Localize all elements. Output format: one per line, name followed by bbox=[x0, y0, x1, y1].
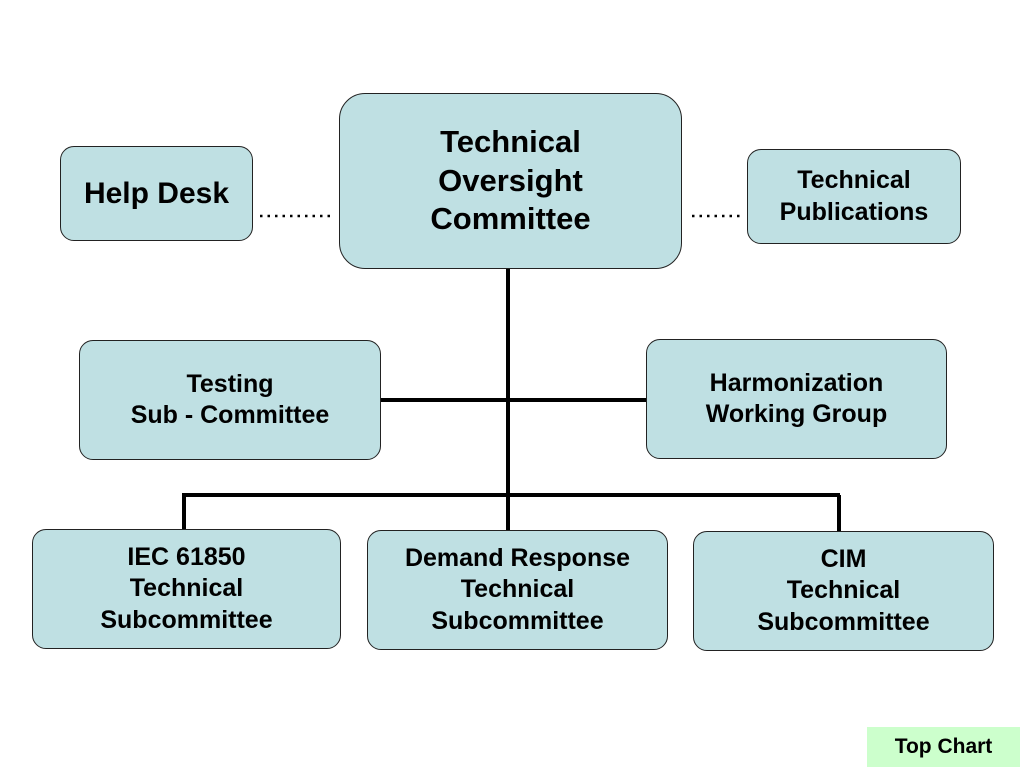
node-label: Technical Publications bbox=[779, 166, 929, 226]
node-label: Testing Sub - Committee bbox=[130, 369, 330, 429]
node-technical-publications: Technical Publications bbox=[747, 149, 961, 244]
node-cim-technical-subcommittee: CIM Technical Subcommittee bbox=[693, 531, 994, 651]
node-label: IEC 61850 Technical Subcommittee bbox=[100, 543, 273, 634]
node-label: Technical Oversight Committee bbox=[430, 123, 591, 237]
node-label: Harmonization Working Group bbox=[705, 368, 888, 428]
node-label: Help Desk bbox=[83, 176, 230, 210]
node-iec61850-technical-subcommittee: IEC 61850 Technical Subcommittee bbox=[32, 529, 341, 649]
node-demand-response-technical-subcommittee: Demand Response Technical Subcommittee bbox=[367, 530, 668, 650]
node-help-desk: Help Desk bbox=[60, 146, 253, 241]
node-label: Demand Response Technical Subcommittee bbox=[404, 544, 631, 635]
top-chart-button[interactable]: Top Chart bbox=[867, 727, 1020, 767]
node-technical-oversight-committee: Technical Oversight Committee bbox=[339, 93, 682, 269]
node-label: CIM Technical Subcommittee bbox=[757, 545, 930, 636]
node-testing-sub-committee: Testing Sub - Committee bbox=[79, 340, 381, 460]
node-harmonization-working-group: Harmonization Working Group bbox=[646, 339, 947, 459]
